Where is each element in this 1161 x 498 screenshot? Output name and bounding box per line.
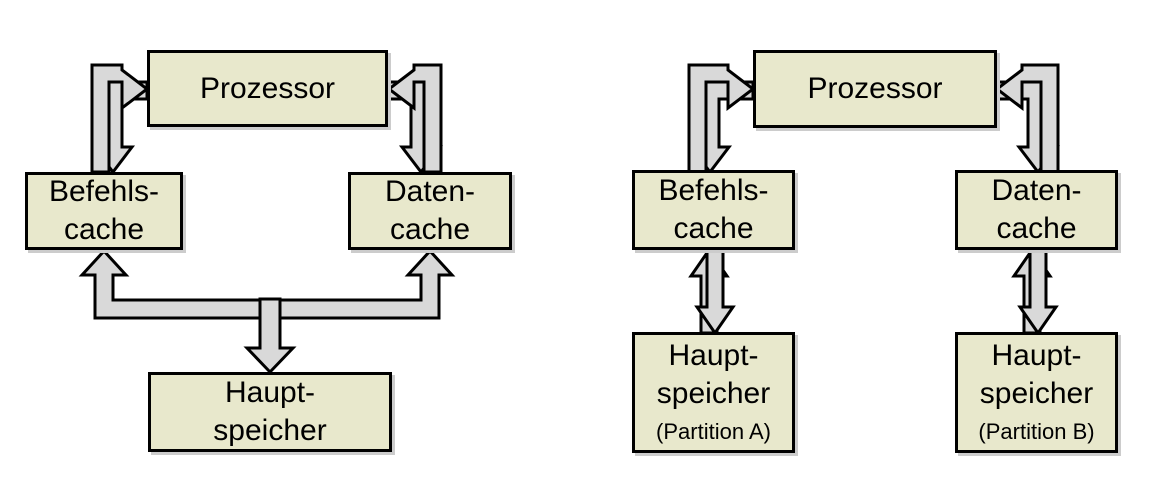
main-memory-a-partition-label: (Partition A) <box>656 419 771 444</box>
instruction-cache-label-line2: cache <box>63 213 145 246</box>
instruction-cache-box-left: Befehls- cache <box>25 172 183 250</box>
processor-label-left: Prozessor <box>199 71 336 105</box>
instruction-cache-label-line2: cache <box>673 212 754 245</box>
main-memory-label-line1: Haupt- <box>224 376 316 409</box>
processor-box-right: Prozessor <box>753 50 997 128</box>
arrow-main-memory-to-data-cache <box>262 248 456 320</box>
processor-label-right: Prozessor <box>807 72 943 105</box>
data-cache-label-line1: Daten- <box>384 175 476 208</box>
arrow-data-cache-to-partition-b <box>1017 248 1059 336</box>
instruction-cache-label-line1: Befehls- <box>48 175 160 208</box>
arrow-main-memory-to-instruction-cache <box>78 248 278 320</box>
main-memory-a-label-line1: Haupt- <box>668 339 759 372</box>
main-memory-a-label-line2: speicher <box>656 377 771 410</box>
data-cache-label-line2: cache <box>389 213 471 246</box>
arrow-instruction-cache-to-processor-right <box>687 63 756 174</box>
main-memory-box-left: Haupt- speicher <box>148 372 392 452</box>
data-cache-label-line2: cache <box>996 212 1077 245</box>
data-cache-box-right: Daten- cache <box>955 170 1118 250</box>
arrow-data-cache-to-processor-left <box>386 63 443 174</box>
instruction-cache-label-line1: Befehls- <box>658 174 769 207</box>
main-memory-partition-a-box: Haupt- speicher (Partition A) <box>632 332 795 453</box>
data-cache-label-line1: Daten- <box>991 174 1082 207</box>
data-cache-box-left: Daten- cache <box>348 172 512 250</box>
processor-box-left: Prozessor <box>147 50 388 127</box>
main-memory-b-partition-label: (Partition B) <box>978 419 1095 444</box>
main-memory-partition-b-box: Haupt- speicher (Partition B) <box>955 332 1118 453</box>
main-memory-b-label-line1: Haupt- <box>991 339 1082 372</box>
main-memory-b-label-line2: speicher <box>979 377 1094 410</box>
arrow-instruction-cache-to-partition-a <box>694 248 736 336</box>
arrow-caches-to-main-memory <box>243 297 297 375</box>
main-memory-label-line2: speicher <box>213 414 327 447</box>
arrow-instruction-cache-to-processor-left <box>90 63 150 174</box>
instruction-cache-box-right: Befehls- cache <box>632 170 795 250</box>
arrow-data-cache-to-processor-right <box>994 63 1060 174</box>
